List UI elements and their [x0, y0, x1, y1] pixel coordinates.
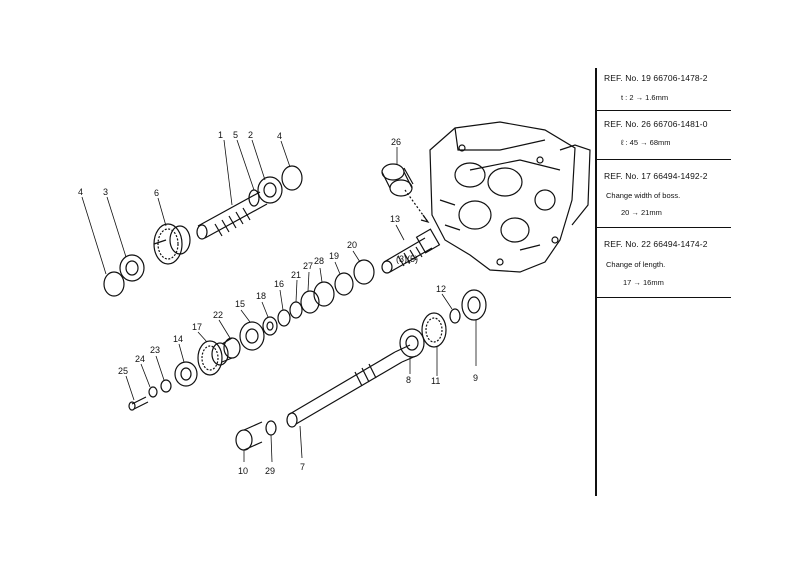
part-17-gear	[197, 340, 229, 376]
callout-17: 17	[192, 322, 202, 332]
ref-title: REF. No. 19 66706-1478-2	[604, 73, 708, 83]
callout-16: 16	[274, 279, 284, 289]
callout-28: 28	[314, 256, 324, 266]
part-5-ring	[248, 189, 260, 207]
part-20-ring	[353, 259, 375, 285]
part-11-gear	[421, 312, 447, 348]
callout-21: 21	[291, 270, 301, 280]
part-6-gear	[153, 223, 191, 265]
callout-12: 12	[436, 284, 446, 294]
callout-29: 29	[265, 466, 275, 476]
ref-detail: Change width of boss.	[606, 191, 681, 200]
part-4-snap-ring-left	[103, 271, 125, 297]
ref-detail: 20 → 21mm	[621, 208, 662, 217]
callout-7: 7	[300, 462, 305, 472]
leader-lines	[81, 139, 477, 463]
part-2-bearing	[257, 176, 283, 204]
part-15-bearing	[239, 321, 265, 351]
part-23-washer	[160, 379, 172, 393]
callout-15: 15	[235, 299, 245, 309]
callout-6: 6	[154, 188, 159, 198]
part-4-snap-ring	[281, 165, 303, 191]
part-7-shaft	[286, 344, 417, 428]
ref-row-22: REF. No. 22 66494-1474-2 Change of lengt…	[597, 229, 731, 298]
callout-4-left: 4	[78, 187, 83, 197]
part-1-shaft	[196, 191, 268, 240]
part-18-collar	[262, 316, 278, 336]
part-14-bearing	[174, 361, 198, 387]
part-22-collar	[221, 337, 241, 363]
part-24-washer	[148, 386, 158, 398]
ref-title: REF. No. 17 66494-1492-2	[604, 171, 708, 181]
part-3-bearing	[119, 254, 145, 282]
callout-9: 9	[473, 373, 478, 383]
arrow-26	[420, 214, 430, 224]
part-28-ring	[313, 281, 335, 307]
part-13-shaft	[381, 228, 441, 274]
callout-18: 18	[256, 291, 266, 301]
ref-detail: Change of length.	[606, 260, 666, 269]
callout-27: 27	[303, 261, 313, 271]
callout-13: 13	[390, 214, 400, 224]
ref-detail: 17 → 16mm	[623, 278, 664, 287]
callout-1: 1	[218, 130, 223, 140]
ref-detail: ℓ : 45 → 68mm	[621, 138, 671, 147]
callout-26: 26	[391, 137, 401, 147]
callout-3: 3	[103, 187, 108, 197]
panel-divider	[595, 68, 597, 496]
callout-14: 14	[173, 334, 183, 344]
part-9-bearing	[461, 289, 487, 321]
part-12-ring	[449, 308, 461, 324]
transmission-case	[429, 121, 591, 273]
callout-10: 10	[238, 466, 248, 476]
part-16-ring	[277, 309, 291, 327]
part-25-bolt	[128, 396, 149, 411]
callout-22: 22	[213, 310, 223, 320]
callout-24: 24	[135, 354, 145, 364]
part-21-ring	[289, 301, 303, 319]
ref-title: REF. No. 22 66494-1474-2	[604, 239, 708, 249]
ref-title: REF. No. 26 66706-1481-0	[604, 119, 708, 129]
ref-detail: t : 2 → 1.6mm	[621, 93, 669, 102]
callout-11: 11	[431, 376, 440, 386]
ref-row-17: REF. No. 17 66494-1492-2 Change width of…	[597, 161, 731, 228]
callout-20: 20	[347, 240, 357, 250]
callout-8: 8	[406, 375, 411, 385]
part-27-ring	[300, 290, 320, 314]
callout-numbers: 1 5 2 4 4 3 6 26 13 (3)(5) 20 19 28 27 2…	[78, 130, 478, 476]
part-19-ring	[334, 272, 354, 296]
part-26-sleeve	[381, 163, 414, 197]
part-10-collar	[235, 421, 263, 451]
callout-25: 25	[118, 366, 128, 376]
ref-row-19: REF. No. 19 66706-1478-2 t : 2 → 1.6mm	[597, 68, 731, 111]
callout-23: 23	[150, 345, 160, 355]
part-8-bearing	[399, 328, 425, 358]
callout-4: 4	[277, 131, 282, 141]
callout-3-5: (3)(5)	[396, 254, 418, 264]
ref-row-26: REF. No. 26 66706-1481-0 ℓ : 45 → 68mm	[597, 112, 731, 160]
callout-5: 5	[233, 130, 238, 140]
callout-2: 2	[248, 130, 253, 140]
part-29-ring	[265, 420, 277, 436]
callout-19: 19	[329, 251, 339, 261]
